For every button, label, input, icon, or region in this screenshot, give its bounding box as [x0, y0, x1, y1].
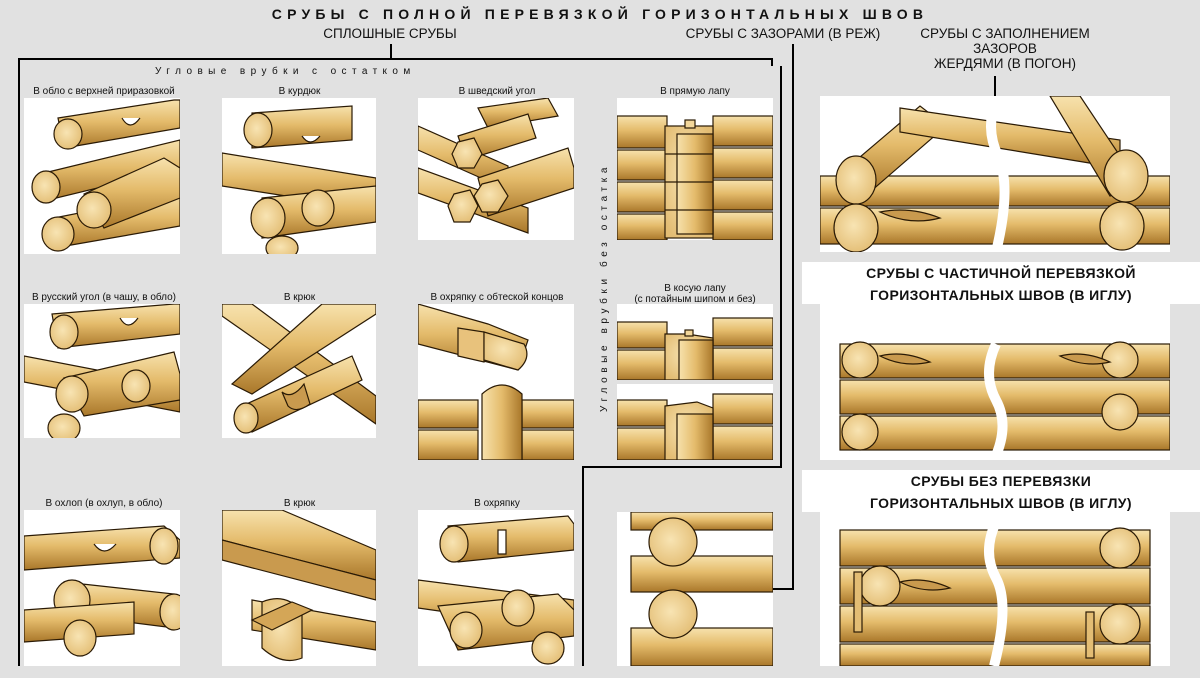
bracket-bottom [582, 466, 782, 468]
bracket-stem [390, 44, 392, 59]
gaps-line [792, 44, 794, 590]
joint-illustration-swedish-corner [418, 98, 574, 240]
main-title: СРУБЫ С ПОЛНОЙ ПЕРЕВЯЗКОЙ ГОРИЗОНТАЛЬНЫХ… [271, 6, 929, 22]
joint-illustration-ohlop [24, 510, 180, 666]
gaps-line-foot [772, 588, 794, 590]
illustration-no-ties [820, 512, 1170, 666]
section-gaps-header: СРУБЫ С ЗАЗОРАМИ (В РЕЖ) [685, 26, 881, 41]
joint-illustration-oblique-paw [617, 384, 773, 460]
bracket-corner [771, 58, 773, 66]
partial-header-box [802, 262, 1200, 304]
joint-illustration-hook-2 [222, 510, 376, 666]
joint-label: В русский угол (в чашу, в обло) [31, 292, 177, 303]
none-header-box [802, 470, 1200, 512]
section-filled-header: СРУБЫ С ЗАПОЛНЕНИЕМ ЗАЗОРОВ ЖЕРДЯМИ (В П… [920, 26, 1090, 71]
joint-label: В охлоп (в охлуп, в обло) [45, 498, 163, 509]
joint-illustration-ohryapka [418, 510, 574, 666]
bracket-inner [582, 466, 584, 666]
subheader-without-remainder: Угловые врубки без остатка [599, 162, 610, 412]
illustration-filled-gaps [820, 96, 1170, 252]
joint-label: В курдюк [278, 86, 321, 97]
joint-label: В крюк [283, 498, 316, 509]
bracket-left [18, 58, 20, 666]
joint-label: В косую лапу [664, 283, 726, 294]
bracket-top [18, 58, 771, 60]
joint-note: (с потайным шипом и без) [634, 294, 756, 305]
joint-label: В охряпку [474, 498, 520, 509]
bracket-right [780, 66, 782, 466]
subheader-with-remainder: Угловые врубки с остатком [155, 66, 416, 77]
joint-illustration-oblo-top [24, 98, 180, 254]
joint-label: В крюк [283, 292, 316, 303]
section-solid-header: СПЛОШНЫЕ СРУБЫ [323, 26, 457, 41]
joint-label: В прямую лапу [660, 86, 730, 97]
joint-label: В охряпку с обтеской концов [430, 292, 564, 303]
illustration-logs-with-gaps [617, 512, 773, 666]
joint-illustration-straight-paw [617, 98, 773, 240]
joint-label: В шведский угол [458, 86, 536, 97]
joint-illustration-kurdyuk [222, 98, 376, 254]
joint-illustration-oblique-paw-hidden [617, 304, 773, 380]
joint-label: В обло с верхней приразовкой [33, 86, 175, 97]
illustration-partial-ties [820, 304, 1170, 460]
joint-illustration-hook [222, 304, 376, 438]
section-none-header: СРУБЫ БЕЗ ПЕРЕВЯЗКИ ГОРИЗОНТАЛЬНЫХ ШВОВ … [870, 473, 1132, 511]
joint-illustration-russian-corner [24, 304, 180, 438]
filled-line [994, 76, 996, 96]
section-partial-header: СРУБЫ С ЧАСТИЧНОЙ ПЕРЕВЯЗКОЙ ГОРИЗОНТАЛЬ… [866, 265, 1136, 303]
joint-illustration-ohryapka-trim [418, 304, 574, 460]
